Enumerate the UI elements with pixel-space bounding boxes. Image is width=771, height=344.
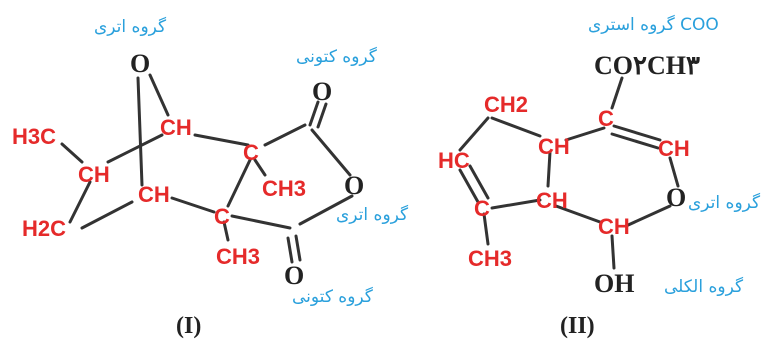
bond-c-upper-c-lower (226, 158, 252, 208)
atom-o-ring: O (344, 171, 364, 200)
atom-o-carbonyl-top: O (312, 77, 332, 106)
atom-c-left: C (474, 196, 490, 221)
molecule-i-atoms: O CH H3C CH H2C CH C CH3 C CH3 O O O (12, 49, 364, 290)
atom-o-carbonyl-bottom: O (284, 261, 304, 290)
atom-ch-upper: CH (160, 115, 192, 140)
atom-ch-left: CH (78, 162, 110, 187)
atom-ch-mid: CH (138, 182, 170, 207)
bond-ch-mid-c-lower (170, 196, 216, 214)
caption-molecule-ii: (II) (560, 313, 595, 339)
atom-ch-low: CH (598, 214, 630, 239)
bond-ch2-hc (458, 116, 490, 152)
label-ether-right: گروه اتری (336, 204, 409, 225)
atom-ch3-lower: CH3 (216, 244, 260, 269)
bond-ch2-ch-top (490, 116, 542, 138)
atom-ch-right: CH (658, 136, 690, 161)
bond-hc-c-left-b (468, 164, 490, 200)
atom-c-lower: C (214, 204, 230, 229)
atom-ch-mid: CH (536, 188, 568, 213)
bond-o-ch-upper (148, 73, 170, 117)
atom-ch3: CH3 (468, 246, 512, 271)
bond-co2ch3-c-top (610, 76, 624, 110)
molecule-ii-atoms: CO۲CH۳ CH2 C CH CH HC CH O C CH CH3 OH (438, 51, 700, 298)
bond-ch-upper-ch-left (106, 133, 164, 164)
bond-carbonyl-top-double-b (316, 102, 328, 129)
bond-ch-left-h2c (68, 180, 92, 224)
molecule-ii-bonds (458, 76, 680, 270)
molecule-i-labels: گروه اتری گروه کتونی گروه اتری گروه کتون… (94, 16, 409, 307)
bond-o-ring-carbonyl-bottom (298, 194, 354, 226)
label-ether: گروه اتری (688, 192, 761, 213)
atom-ch-top: CH (538, 134, 570, 159)
bond-ch-mid-ch-low (554, 204, 602, 224)
label-ester: گروه استری COO (588, 14, 719, 35)
bond-c-top-ch-top (564, 126, 606, 142)
bond-c-upper-c-carbonyl (263, 123, 307, 147)
atom-hc: HC (438, 148, 470, 173)
bond-ch-upper-c-upper (193, 133, 250, 147)
bond-carbonyl-top-double-a (308, 100, 320, 127)
label-ether-top: گروه اتری (94, 16, 167, 37)
bond-o-ch-mid (136, 76, 144, 187)
atom-co2ch3: CO۲CH۳ (594, 51, 700, 80)
bond-carbonyl-bottom-double-b (294, 234, 302, 262)
bond-c-lower-ch3 (222, 220, 230, 242)
bond-c-left-ch3 (482, 212, 490, 246)
molecule-i-bonds (60, 73, 354, 264)
bond-c-left-ch-mid (490, 198, 542, 210)
bond-h2c-ch-mid (80, 200, 134, 230)
bond-ch-top-ch-mid (546, 150, 552, 188)
atom-ch3-upper: CH3 (262, 176, 306, 201)
atom-o-bridge: O (130, 49, 150, 78)
bond-c-top-ch-right-a (612, 124, 662, 142)
label-ketone-top: گروه کتونی (296, 46, 378, 67)
bond-hc-c-left-a (458, 168, 480, 204)
atom-c-top: C (598, 106, 614, 131)
bond-carbonyl-bottom-double-a (286, 236, 294, 264)
bond-o-ch-low (624, 204, 672, 228)
label-ketone-bottom: گروه کتونی (292, 286, 374, 307)
atom-oh: OH (594, 269, 634, 298)
bond-ch-right-o (668, 156, 680, 188)
molecule-ii-labels: گروه استری COO گروه اتری گروه الکلی (588, 14, 761, 297)
bond-carbonyl-o-ring (310, 128, 352, 177)
bond-c-lower-carbonyl-bottom (230, 214, 292, 230)
bond-h3c-ch-left (60, 142, 84, 164)
caption-molecule-i: (I) (176, 313, 201, 339)
atom-c-upper: C (243, 140, 259, 165)
atom-o-ring: O (666, 183, 686, 212)
atom-h3c: H3C (12, 124, 56, 149)
bond-c-upper-ch3 (253, 158, 267, 177)
bond-ch-low-oh (610, 234, 616, 270)
atom-h2c: H2C (22, 216, 66, 241)
bond-c-top-ch-right-b (610, 132, 660, 150)
atom-ch2: CH2 (484, 92, 528, 117)
label-alcohol: گروه الکلی (664, 276, 744, 297)
